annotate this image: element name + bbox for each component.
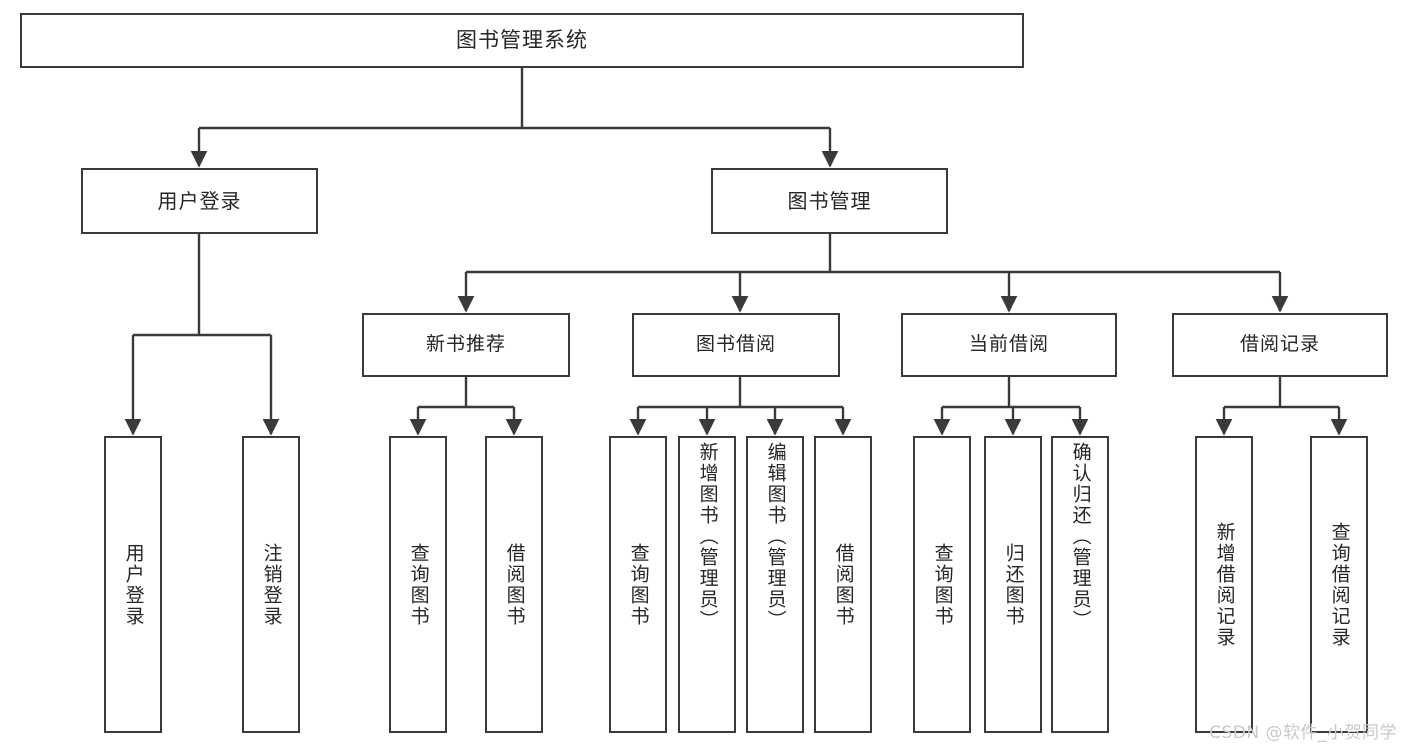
leaf-logout[interactable]: 注销登录 — [242, 436, 300, 733]
node-book-borrow-label: 图书借阅 — [695, 333, 776, 356]
node-current-borrow[interactable]: 当前借阅 — [901, 313, 1117, 377]
watermark-label: CSDN @软件_小贺同学 — [1209, 723, 1397, 743]
leaf-cb-query[interactable]: 查询图书 — [913, 436, 971, 733]
leaf-br-query-label: 查询借阅记录 — [1328, 521, 1351, 648]
leaf-br-add[interactable]: 新增借阅记录 — [1195, 436, 1253, 733]
node-book-manage-label: 图书管理 — [787, 188, 872, 213]
node-borrow-record-label: 借阅记录 — [1239, 333, 1320, 356]
leaf-bb-borrow[interactable]: 借阅图书 — [814, 436, 872, 733]
leaf-rec-borrow[interactable]: 借阅图书 — [485, 436, 543, 733]
node-new-book-rec-label: 新书推荐 — [425, 333, 506, 356]
node-book-manage[interactable]: 图书管理 — [711, 168, 948, 234]
node-user-login[interactable]: 用户登录 — [81, 168, 318, 234]
leaf-rec-borrow-label: 借阅图书 — [503, 542, 526, 627]
leaf-rec-query[interactable]: 查询图书 — [389, 436, 447, 733]
node-borrow-record[interactable]: 借阅记录 — [1172, 313, 1388, 377]
leaf-bb-query[interactable]: 查询图书 — [609, 436, 667, 733]
node-new-book-rec[interactable]: 新书推荐 — [362, 313, 570, 377]
node-root[interactable]: 图书管理系统 — [20, 13, 1024, 68]
leaf-rec-query-label: 查询图书 — [407, 542, 430, 627]
leaf-cb-return[interactable]: 归还图书 — [984, 436, 1042, 733]
leaf-bb-add[interactable]: 新增图书（管理员） — [678, 436, 736, 733]
node-user-login-label: 用户登录 — [157, 188, 242, 213]
leaf-user-login[interactable]: 用户登录 — [104, 436, 162, 733]
leaf-logout-label: 注销登录 — [260, 542, 283, 627]
leaf-bb-borrow-label: 借阅图书 — [832, 542, 855, 627]
leaf-cb-return-label: 归还图书 — [1002, 542, 1025, 627]
leaf-cb-confirm-label: 确认归还（管理员） — [1069, 442, 1092, 631]
leaf-user-login-label: 用户登录 — [122, 542, 145, 627]
leaf-bb-add-label: 新增图书（管理员） — [696, 442, 719, 631]
node-current-borrow-label: 当前借阅 — [968, 333, 1049, 356]
leaf-bb-edit-label: 编辑图书（管理员） — [764, 442, 787, 631]
node-root-label: 图书管理系统 — [456, 27, 588, 52]
leaf-bb-query-label: 查询图书 — [627, 542, 650, 627]
node-book-borrow[interactable]: 图书借阅 — [632, 313, 840, 377]
leaf-bb-edit[interactable]: 编辑图书（管理员） — [746, 436, 804, 733]
leaf-br-add-label: 新增借阅记录 — [1213, 521, 1236, 648]
leaf-cb-confirm[interactable]: 确认归还（管理员） — [1051, 436, 1109, 733]
leaf-cb-query-label: 查询图书 — [931, 542, 954, 627]
leaf-br-query[interactable]: 查询借阅记录 — [1310, 436, 1368, 733]
